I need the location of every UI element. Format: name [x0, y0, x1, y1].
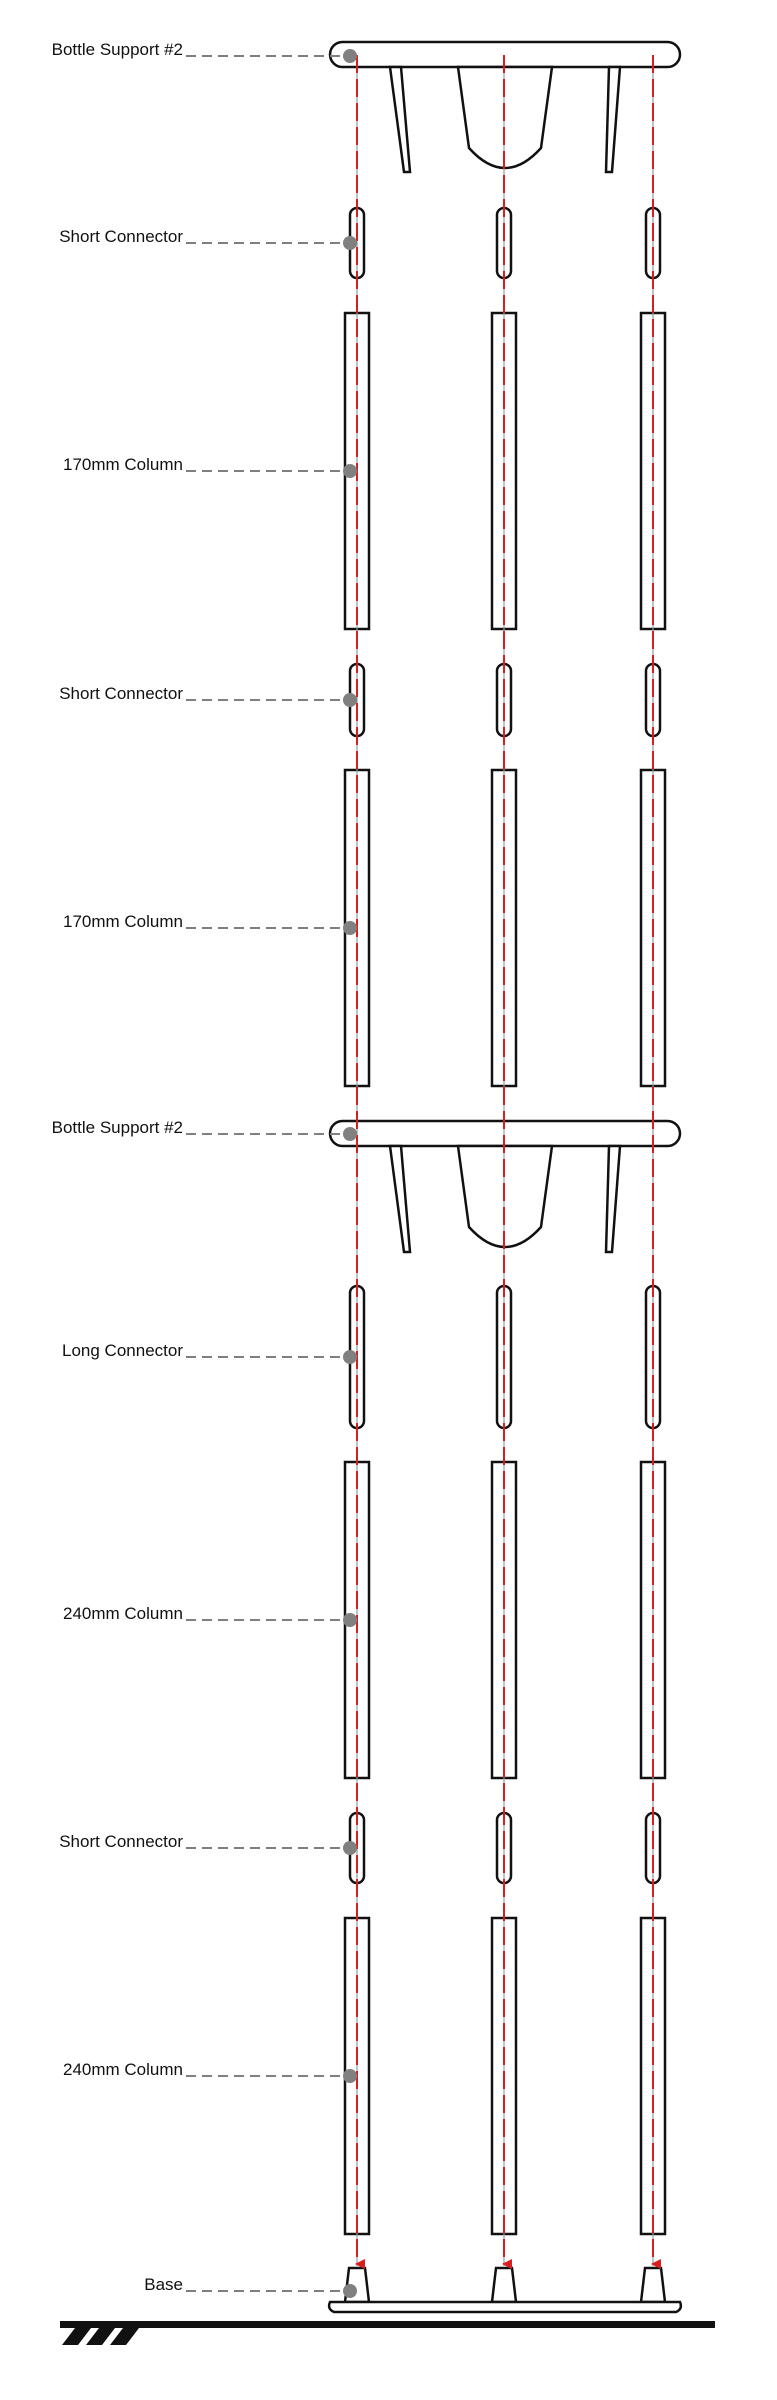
- label-240mm-column-1: 240mm Column: [63, 1604, 183, 1623]
- assembly-axes: [355, 55, 661, 2269]
- ground: [60, 2321, 715, 2345]
- label-bottle-support-top: Bottle Support #2: [52, 40, 183, 59]
- label-short-connector-2: Short Connector: [59, 684, 183, 703]
- label-short-connector-1: Short Connector: [59, 227, 183, 246]
- label-short-connector-3: Short Connector: [59, 1832, 183, 1851]
- label-240mm-column-2: 240mm Column: [63, 2060, 183, 2079]
- label-base: Base: [144, 2275, 183, 2294]
- leader-dots: [343, 49, 357, 2298]
- short-connectors-2: [348, 662, 662, 738]
- label-170mm-column-1: 170mm Column: [63, 455, 183, 474]
- label-170mm-column-2: 170mm Column: [63, 912, 183, 931]
- label-bottle-support-middle: Bottle Support #2: [52, 1118, 183, 1137]
- short-connectors-1: [348, 206, 662, 280]
- part-labels: Bottle Support #2 Short Connector 170mm …: [52, 40, 184, 2294]
- base: [327, 2266, 683, 2314]
- leader-lines: [186, 55, 345, 2292]
- label-long-connector: Long Connector: [62, 1341, 183, 1360]
